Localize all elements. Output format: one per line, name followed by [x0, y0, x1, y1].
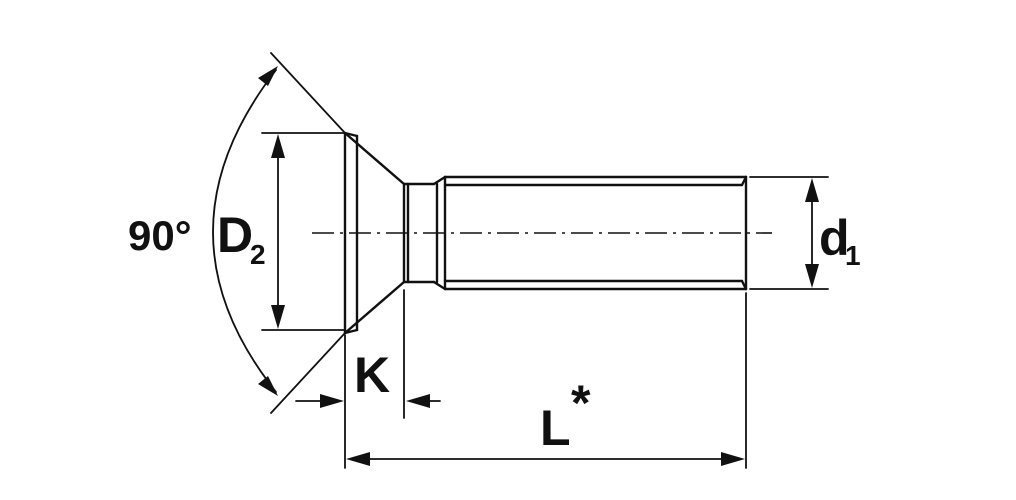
thread-diameter-subscript: 1 — [845, 240, 861, 271]
k-arrow-left — [320, 394, 344, 408]
shank-step-top — [432, 175, 447, 186]
length-label: L — [540, 400, 571, 456]
angle-label: 90° — [128, 212, 192, 259]
angle-extension-top — [270, 52, 346, 134]
d1-arrow-top — [805, 178, 819, 202]
k-arrow-right — [406, 394, 430, 408]
d2-arrow-bottom — [271, 305, 285, 329]
angle-arrow-top — [258, 66, 278, 86]
head-cone-bottom — [343, 280, 406, 335]
shank-end-chamfer-bottom — [740, 279, 748, 291]
angle-arc — [212, 69, 277, 393]
head-diameter-dimension — [261, 132, 346, 331]
angle-dimension — [212, 52, 346, 414]
head-cone-top — [343, 131, 406, 186]
shank-step-bottom — [432, 280, 447, 291]
d2-arrow-top — [271, 134, 285, 158]
angle-arrow-bottom — [258, 376, 278, 396]
head-height-label: K — [354, 347, 390, 403]
thread-diameter-dimension — [749, 176, 829, 290]
head-height-dimension — [295, 289, 441, 469]
angle-extension-bottom — [270, 332, 346, 414]
d1-arrow-bottom — [805, 264, 819, 288]
length-mark: * — [571, 375, 591, 431]
length-dimension — [346, 292, 747, 469]
thread-diameter-label: d — [819, 210, 850, 266]
screw-outline — [343, 131, 748, 335]
l-arrow-right — [721, 452, 745, 466]
shank-end-chamfer-top — [740, 175, 748, 187]
head-diameter-subscript: 2 — [250, 239, 266, 270]
l-arrow-left — [346, 452, 370, 466]
head-diameter-label: D — [217, 207, 253, 263]
